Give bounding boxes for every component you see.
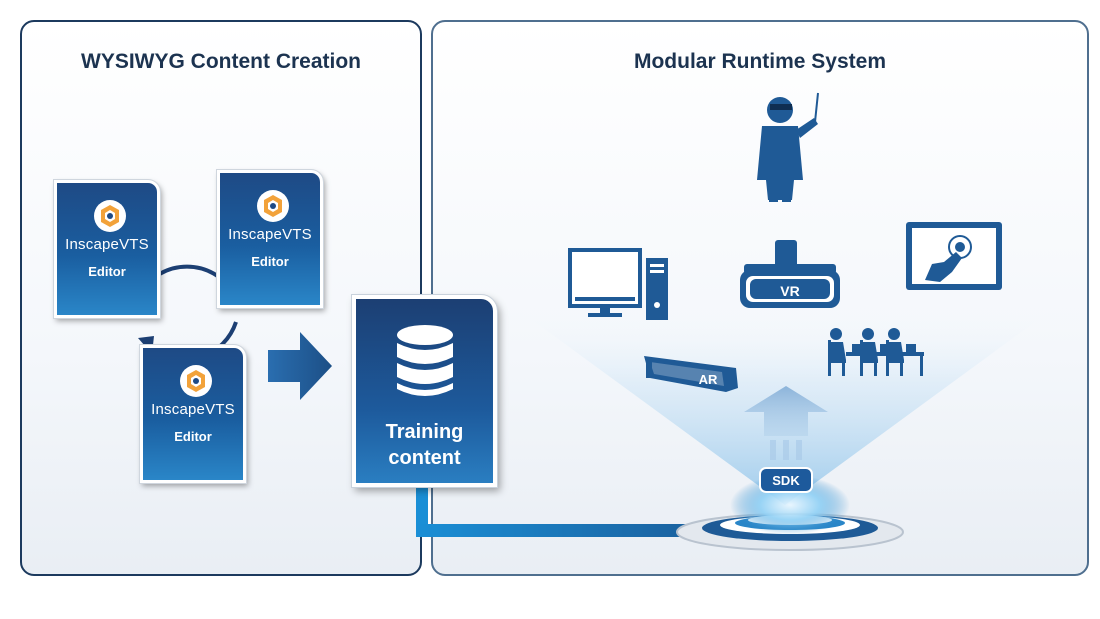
- vr-headset-icon: VR: [740, 240, 840, 308]
- inscape-logo-icon: [257, 190, 289, 222]
- connector-pipe: [416, 486, 716, 537]
- runtime-system-title: Modular Runtime System: [633, 50, 887, 73]
- vr-label: VR: [780, 283, 799, 299]
- training-content-label: Training content: [385, 421, 464, 469]
- editor-document-2: InscapeVTS Editor: [216, 169, 324, 309]
- up-arrow-icon: [744, 386, 828, 460]
- content-creation-title: WYSIWYG Content Creation: [81, 50, 361, 73]
- inscape-logo-icon: [180, 365, 212, 397]
- editor-brand: InscapeVTS: [228, 226, 312, 243]
- editor-document-1: InscapeVTS Editor: [53, 179, 161, 319]
- editor-label: Editor: [174, 429, 212, 444]
- inscape-logo-icon: [94, 200, 126, 232]
- ar-label: AR: [699, 372, 718, 387]
- editor-document-3: InscapeVTS Editor: [139, 344, 247, 484]
- database-icon: [397, 325, 453, 396]
- sdk-platform: [676, 475, 904, 551]
- classroom-icon: [828, 328, 924, 376]
- training-content-box: Training content: [351, 294, 498, 488]
- editor-brand: InscapeVTS: [151, 401, 235, 418]
- flow-arrow-icon: [268, 332, 332, 400]
- editor-brand: InscapeVTS: [65, 236, 149, 253]
- sdk-label: SDK: [772, 473, 800, 488]
- desktop-computer-icon: [568, 248, 668, 320]
- ar-glasses-icon: AR: [644, 356, 738, 392]
- sdk-badge: SDK: [759, 467, 813, 493]
- editor-label: Editor: [251, 254, 289, 269]
- editor-label: Editor: [88, 264, 126, 279]
- trainer-icon: [757, 92, 819, 202]
- touch-tablet-icon: [906, 222, 1002, 290]
